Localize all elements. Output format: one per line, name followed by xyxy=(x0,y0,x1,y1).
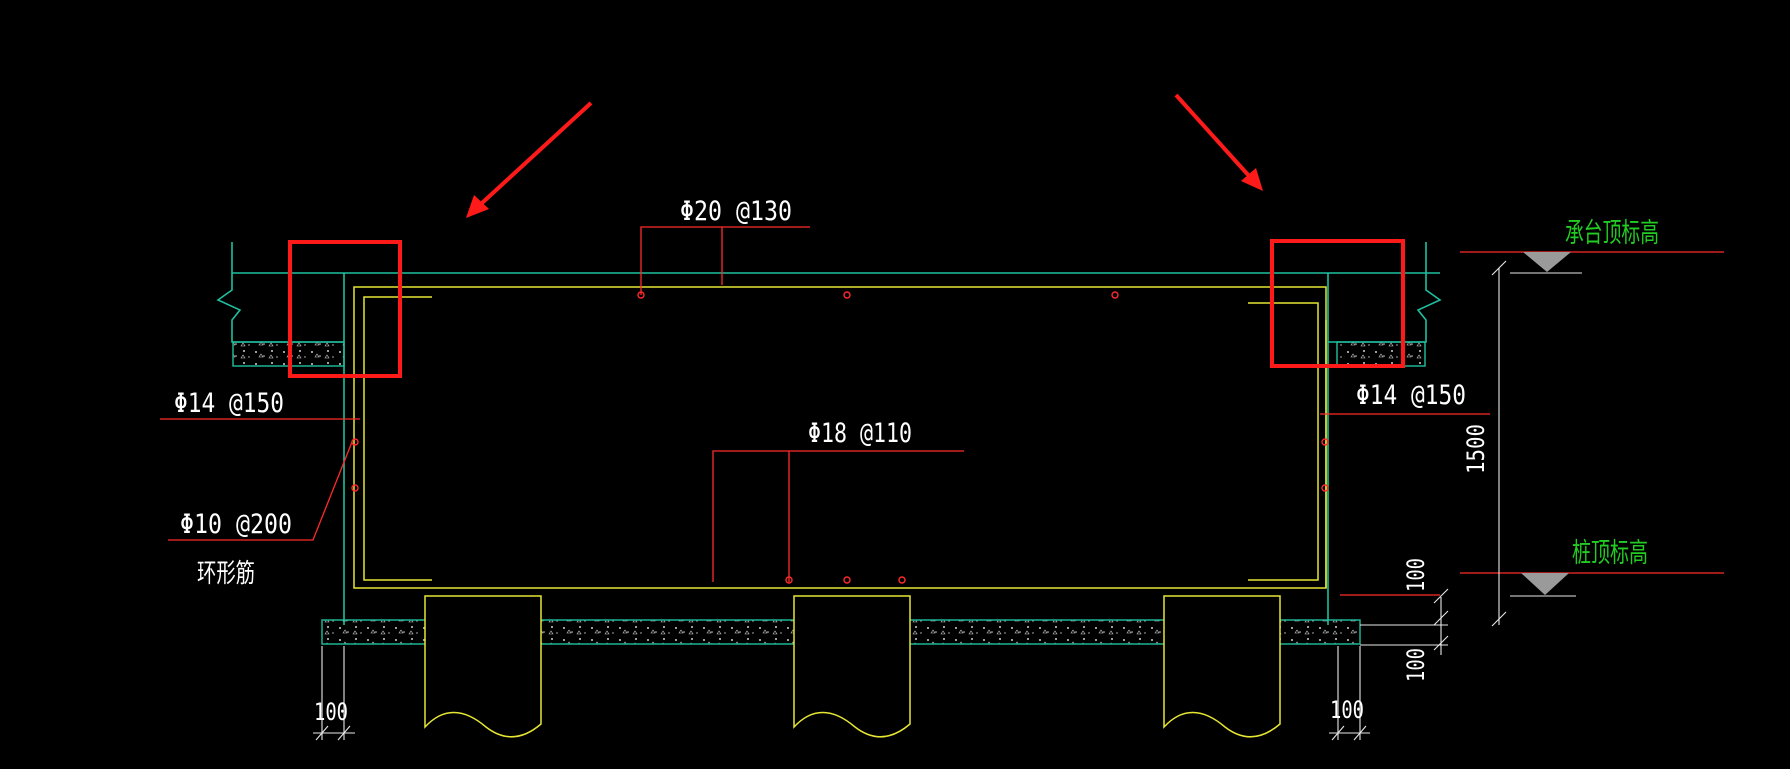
cap-top-elevation-label: 承台顶标高 xyxy=(1565,218,1659,249)
rebar-dots xyxy=(351,291,1329,584)
ring-rebar-note: 环形筋 xyxy=(197,559,255,589)
pile-top-elevation-marker xyxy=(1521,573,1569,595)
right-highlight-box xyxy=(1270,239,1405,368)
cap-top-elevation-marker xyxy=(1523,252,1571,272)
left-side-rebar-label: Φ14 @150 xyxy=(174,388,284,419)
cushion-bottom-dimension: 100 xyxy=(1402,648,1430,682)
leader-lines xyxy=(160,226,1724,596)
pile-top-elevation-label: 桩顶标高 xyxy=(1572,538,1648,569)
side-cushion-strips xyxy=(232,341,1426,367)
left-arrow xyxy=(480,101,593,205)
highlight-arrows xyxy=(466,93,1263,218)
top-rebar-label: Φ20 @130 xyxy=(680,196,792,227)
left-arrow-head-icon xyxy=(466,195,489,218)
ring-rebar-label: Φ10 @200 xyxy=(180,509,292,540)
rebar-cage xyxy=(353,286,1327,589)
right-arrow-head-icon xyxy=(1241,168,1263,191)
bottom-rebar-label: Φ18 @110 xyxy=(808,418,912,449)
right-side-rebar-label: Φ14 @150 xyxy=(1356,380,1466,411)
cap-height-dimension: 1500 xyxy=(1462,424,1490,474)
right-edge-dimension: 100 xyxy=(1330,696,1364,724)
dimension-lines xyxy=(313,260,1507,741)
left-highlight-box xyxy=(288,240,402,378)
highlight-callouts xyxy=(288,239,1405,378)
elevation-markers xyxy=(1510,252,1582,597)
cushion-top-dimension: 100 xyxy=(1402,558,1430,592)
right-arrow xyxy=(1174,93,1252,179)
pile-cap-outline xyxy=(216,242,1442,625)
piles xyxy=(424,595,1281,738)
left-edge-dimension: 100 xyxy=(314,698,348,726)
